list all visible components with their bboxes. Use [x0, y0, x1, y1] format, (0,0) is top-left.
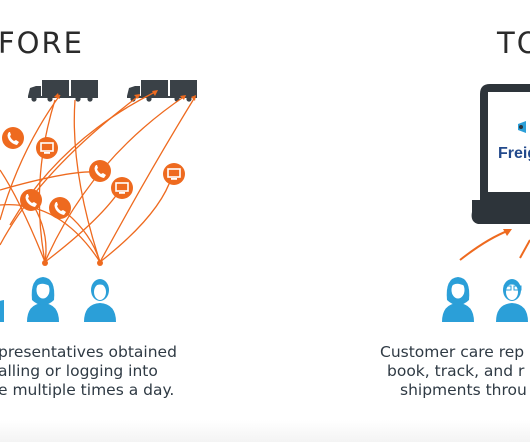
phone-icon: [20, 189, 42, 211]
person-icon: [442, 277, 474, 322]
phone-icon: [49, 197, 71, 219]
person-icon: [84, 279, 116, 322]
phone-icon: [2, 127, 24, 149]
phone-icon: [89, 160, 111, 182]
bottom-band: [0, 420, 530, 442]
today-caption-line1: Customer care rep: [380, 343, 525, 361]
today-caption: Customer care rep book, track, and r shi…: [380, 343, 527, 400]
monitor-icon: [35, 136, 59, 160]
monitor-icon: [110, 176, 134, 200]
today-caption-line2: book, track, and r: [387, 362, 525, 380]
before-caption-line1: presentatives obtained: [0, 343, 177, 361]
before-heading: FORE: [0, 26, 84, 60]
monitor-icon: [162, 162, 186, 186]
brand-text: Freig: [498, 145, 530, 162]
person-icon: [0, 300, 4, 322]
before-caption-line2: alling or logging into: [0, 362, 158, 380]
today-caption-line3: shipments throu: [400, 381, 527, 399]
before-caption-line3: e multiple times a day.: [0, 381, 175, 399]
laptop-icon: [471, 84, 530, 224]
person-icon: [27, 277, 59, 322]
person-icon: [496, 279, 528, 322]
before-caption: presentatives obtained alling or logging…: [0, 343, 198, 400]
truck-icon: [28, 80, 98, 102]
today-heading: TO: [497, 26, 530, 60]
connection-lines: [0, 91, 196, 263]
